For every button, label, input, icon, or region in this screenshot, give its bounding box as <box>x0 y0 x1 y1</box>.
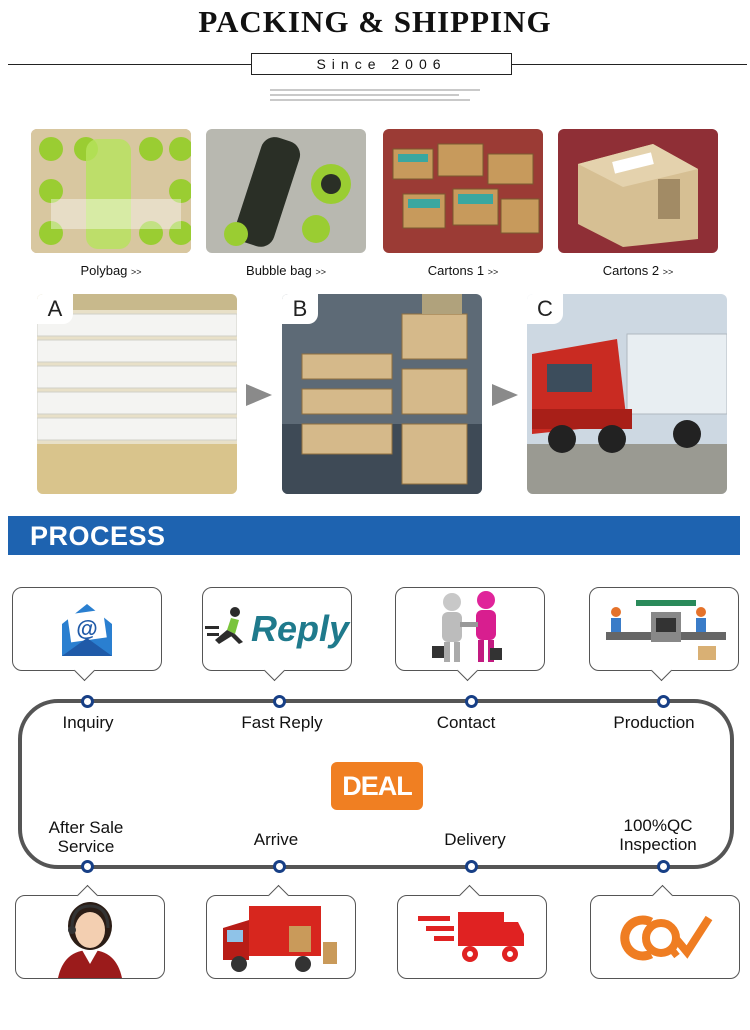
support-agent-icon <box>58 902 122 978</box>
step-arrive: Arrive <box>253 830 299 849</box>
step-delivery: Delivery <box>444 830 506 849</box>
production-bubble <box>589 587 739 682</box>
running-man-icon <box>205 607 243 644</box>
process-title: PROCESS <box>30 521 166 551</box>
cartons-2-image <box>558 129 718 253</box>
delivery-truck-icon <box>223 906 337 972</box>
step-dot <box>465 860 478 873</box>
bubble-tail <box>263 659 286 682</box>
step-dot <box>273 695 286 708</box>
arrow-right-icon <box>492 384 518 406</box>
page-title: PACKING & SHIPPING <box>198 4 552 39</box>
step-after-sale-service: After Sale Service <box>48 818 124 856</box>
wooden-crates-image <box>282 294 482 494</box>
qc-check-icon <box>620 915 713 961</box>
fast-reply-bubble: Reply <box>202 587 352 682</box>
bubble-bag-caption: Bubble bag >> <box>246 263 326 278</box>
since-badge: Since 2006 <box>251 53 512 75</box>
delivery-bubble <box>397 884 547 979</box>
cartons-2-photo <box>558 129 718 253</box>
after-sale-bubble <box>15 884 165 979</box>
polybag-image <box>31 129 191 253</box>
inquiry-bubble: @ <box>12 587 162 682</box>
truck-image <box>527 294 727 494</box>
step-b-photo: B <box>282 294 482 494</box>
reply-logo: Reply <box>251 608 350 649</box>
email-icon: @ <box>62 604 112 656</box>
contact-bubble <box>395 587 545 682</box>
arrow-right-icon <box>246 384 272 406</box>
step-dot <box>273 860 286 873</box>
step-b-letter: B <box>282 294 318 324</box>
bubble-bag-image <box>206 129 366 253</box>
divider-right <box>511 64 747 65</box>
bubble-tail <box>458 884 481 907</box>
arrive-bubble <box>206 884 356 979</box>
cartons-2-caption: Cartons 2 >> <box>602 263 674 278</box>
bubble-tail <box>651 884 674 907</box>
step-a-letter: A <box>37 294 73 324</box>
cartons-1-photo <box>383 129 543 253</box>
step-c-letter: C <box>527 294 563 324</box>
fine-print-decoration <box>270 86 480 101</box>
step-a-photo: A <box>37 294 237 494</box>
step-dot <box>81 860 94 873</box>
divider-left <box>8 64 251 65</box>
step-qc-inspection: 100%QC Inspection <box>619 816 697 854</box>
step-inquiry: Inquiry <box>62 713 114 732</box>
step-contact: Contact <box>436 713 496 732</box>
step-production: Production <box>613 713 695 732</box>
wrapped-boards-image <box>37 294 237 494</box>
step-c-photo: C <box>527 294 727 494</box>
bubble-bag-photo <box>206 129 366 253</box>
polybag-caption: Polybag >> <box>80 263 142 278</box>
cartons-1-image <box>383 129 543 253</box>
step-dot <box>657 860 670 873</box>
handshake-icon <box>432 591 502 662</box>
qc-bubble <box>590 884 740 979</box>
process-track <box>18 699 734 869</box>
polybag-photo <box>31 129 191 253</box>
step-dot <box>465 695 478 708</box>
production-line-icon <box>606 600 726 660</box>
cartons-1-caption: Cartons 1 >> <box>427 263 499 278</box>
step-fast-reply: Fast Reply <box>241 713 323 732</box>
process-banner: PROCESS <box>8 516 740 555</box>
step-dot <box>657 695 670 708</box>
deal-badge: DEAL <box>331 762 423 810</box>
step-dot <box>81 695 94 708</box>
fast-delivery-icon <box>418 912 524 962</box>
svg-text:@: @ <box>76 616 97 641</box>
